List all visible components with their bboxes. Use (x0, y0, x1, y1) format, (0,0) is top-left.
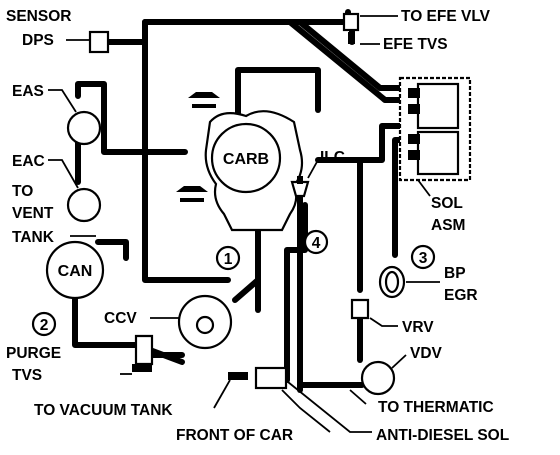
hose-carb-top (235, 67, 321, 117)
egr-label: EGR (444, 287, 478, 304)
sol-body-lower (416, 130, 460, 176)
to-vacuum-tank-label: TO VACUUM TANK (34, 402, 173, 419)
callout-3-label: 3 (419, 250, 428, 267)
vrv-valve (350, 298, 370, 320)
can-label: CAN (58, 263, 93, 280)
dps-sensor (88, 30, 110, 54)
efe-tvs-valve (342, 12, 360, 32)
efe-tvs-label: EFE TVS (383, 36, 448, 53)
hose-diagonal-sol-2 (297, 19, 411, 91)
leader-sol-asm (417, 179, 431, 197)
callout-1-label: 1 (224, 251, 233, 268)
to-vent-label-1: TO (12, 183, 33, 200)
callouts: 1 2 3 4 (31, 229, 436, 337)
eas-canister (66, 110, 102, 146)
hose-eas-line (75, 81, 188, 155)
eas-label: EAS (12, 83, 44, 100)
hose-purge (72, 295, 143, 348)
callout-3-circle (410, 244, 436, 270)
tvs-label: TVS (12, 367, 42, 384)
leader-anti-diesel (287, 381, 372, 433)
ccv-label: CCV (104, 310, 137, 327)
purge-label: PURGE (6, 345, 61, 362)
purge-tvs-valve (134, 334, 154, 366)
ilc-label: ILC (320, 149, 345, 166)
asm-label: ASM (431, 217, 465, 234)
anti-diesel-sol-label: ANTI-DIESEL SOL (376, 427, 509, 444)
hose-vent-tank (95, 239, 129, 261)
hose-left-vertical (142, 19, 231, 283)
vacuum-tank-fitting (228, 372, 248, 380)
vdv-valve (360, 360, 396, 396)
ilc-valve (290, 180, 310, 198)
eac-canister (66, 187, 102, 223)
purge-tvs-base (132, 364, 152, 372)
bp-label: BP (444, 265, 466, 282)
charcoal-canister (45, 240, 105, 300)
vacuum-valve-lower (176, 186, 208, 202)
sensor-label: SENSOR (6, 8, 71, 25)
bp-egr-inner (384, 270, 400, 294)
to-efe-vlv-label: TO EFE VLV (401, 8, 491, 25)
to-thermatic-label: TO THERMATIC (378, 399, 494, 416)
vacuum-valve-upper (188, 92, 220, 108)
leader-eac (48, 159, 79, 189)
dps-label: DPS (22, 32, 54, 49)
ilc-nipple (297, 176, 303, 184)
sol-port-4 (408, 150, 420, 160)
anti-diesel-solenoid (254, 366, 288, 390)
callout-2-label: 2 (40, 317, 49, 334)
hose-sol-lower-3 (357, 157, 373, 293)
leader-front-of-car (281, 389, 331, 433)
text-labels: SENSOR DPS TO EFE VLV EFE TVS EAS EAC TO… (6, 8, 509, 444)
leader-vrv (369, 317, 398, 327)
leader-eas (48, 89, 77, 113)
sol-port-3 (408, 134, 420, 144)
ccv-center (195, 315, 215, 335)
sol-body-upper (416, 82, 460, 130)
callout-1-circle (215, 245, 241, 271)
callout-4-label: 4 (312, 235, 321, 252)
leader-ilc (307, 159, 319, 179)
callout-4-circle (303, 229, 329, 255)
hose-sol-lower-1 (315, 123, 411, 163)
hose-ccv-right (232, 277, 261, 303)
leader-vacuum-tank (213, 379, 231, 409)
to-vent-label-3: TANK (12, 229, 55, 246)
hose-4-line (284, 202, 308, 383)
to-vent-label-2: VENT (12, 205, 54, 222)
sol-port-2 (408, 104, 420, 114)
sol-label: SOL (431, 195, 463, 212)
components: CARB CAN (45, 12, 472, 396)
leader-thermatic (349, 389, 367, 405)
efe-tvs-stem (348, 32, 355, 44)
hose-tvs-ccv (147, 347, 185, 365)
carb-label: CARB (223, 151, 269, 168)
vdv-label: VDV (410, 345, 443, 362)
eac-label: EAC (12, 153, 45, 170)
callout-2-circle (31, 311, 57, 337)
leader-vdv (391, 354, 407, 369)
vrv-label: VRV (402, 319, 434, 336)
front-of-car-label: FRONT OF CAR (176, 427, 293, 444)
carb-air-horn (210, 122, 282, 194)
sol-port-1 (408, 88, 420, 98)
leader-lines (48, 15, 440, 433)
